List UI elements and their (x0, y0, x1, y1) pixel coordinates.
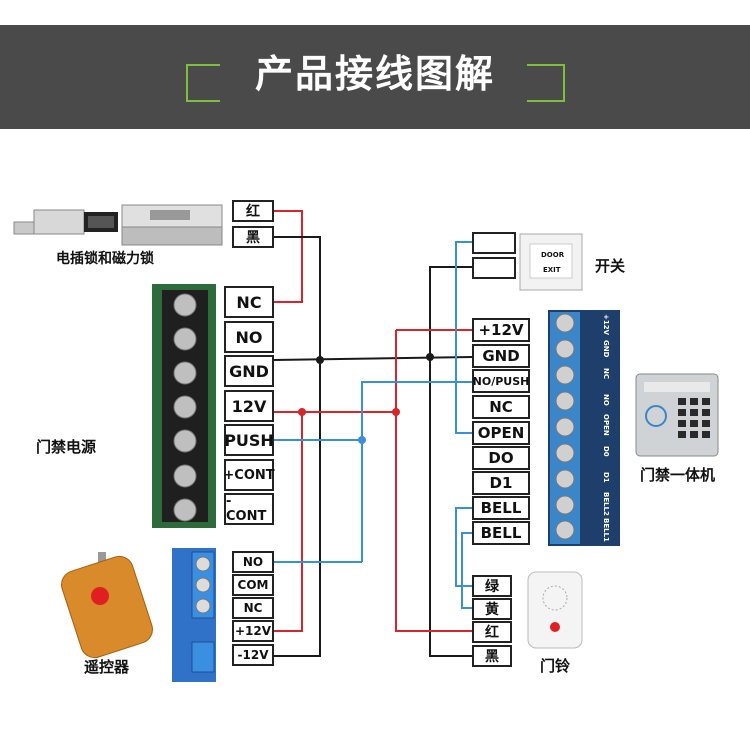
bell-wire-green: 绿 (472, 575, 512, 597)
junction-12v-2 (392, 408, 400, 416)
title-line-bottom-left (186, 100, 220, 102)
power-terminal-gnd: GND (224, 355, 274, 387)
junction-12v-1 (298, 408, 306, 416)
exit-button-icon (519, 233, 583, 291)
wire-push-controller (361, 381, 472, 562)
exit-button-exit-text: EXIT (543, 266, 561, 274)
wire-12v-receiver (274, 412, 303, 632)
bell-wire-black: 黑 (472, 645, 512, 667)
controller-terminal-nc: NC (472, 395, 530, 419)
caption-lock: 电插锁和磁力锁 (56, 251, 154, 267)
wire-12v-bell (395, 330, 472, 632)
power-terminal-minus-cont: - CONT (224, 493, 274, 525)
caption-remote: 遥控器 (84, 658, 130, 676)
strip-label-d1: D1 (602, 472, 610, 483)
lock-wire-red: 红 (232, 200, 274, 222)
bolt-lock-icon (13, 209, 118, 235)
receiver-terminal-no: NO (232, 551, 274, 573)
title-line-right (527, 64, 565, 66)
bell-wire-red: 红 (472, 621, 512, 643)
strip-label-gnd: GND (602, 340, 610, 358)
junction-push (358, 436, 366, 444)
controller-terminal-plus12v: +12V (472, 318, 530, 342)
strip-label-d0: D0 (602, 446, 610, 457)
controller-terminal-strip-icon (548, 310, 620, 546)
page-title: 产品接线图解 (254, 52, 495, 96)
wire-lock-red-nc (274, 210, 303, 303)
controller-terminal-bell-2: BELL (472, 521, 530, 545)
wire-gnd-switch (429, 266, 472, 357)
controller-terminal-bell-1: BELL (472, 496, 530, 520)
controller-terminal-no-push: NO/PUSH (472, 369, 530, 393)
lock-wire-black: 黑 (232, 226, 274, 248)
receiver-terminal-plus12v: +12V (232, 620, 274, 642)
wire-gnd-bus (273, 356, 473, 361)
caption-keypad: 门禁一体机 (640, 466, 716, 484)
title-banner (0, 25, 750, 129)
doorbell-icon (527, 571, 583, 649)
power-terminal-plus-cont: +CONT (223, 459, 275, 491)
junction-gnd-2 (426, 353, 434, 361)
caption-switch: 开关 (595, 257, 626, 275)
switch-wire-2 (472, 257, 516, 279)
receiver-terminal-nc: NC (232, 597, 274, 619)
controller-terminal-gnd: GND (472, 344, 530, 368)
wire-black-vertical (274, 236, 321, 657)
controller-terminal-open: OPEN (472, 421, 530, 445)
title-bracket-left (186, 64, 188, 102)
bell-wire-yellow: 黄 (472, 598, 512, 620)
title-bracket-right (563, 64, 565, 102)
strip-label-open: OPEN (602, 414, 610, 436)
strip-label-nc: NC (602, 368, 610, 379)
receiver-board-icon (172, 548, 216, 682)
keypad-device-icon (635, 373, 719, 457)
magnetic-lock-icon (121, 204, 223, 246)
strip-label-no: NO (602, 394, 610, 406)
wire-bell-yellow (461, 532, 472, 609)
strip-label-bell1: BELL1 (602, 518, 610, 542)
power-terminal-12v: 12V (224, 390, 274, 422)
caption-power: 门禁电源 (36, 438, 97, 456)
title-line-left (186, 64, 220, 66)
caption-doorbell: 门铃 (540, 657, 571, 675)
junction-gnd-1 (316, 356, 324, 364)
receiver-terminal-minus12v: -12V (232, 644, 274, 666)
power-terminal-nc: NC (224, 286, 274, 318)
wire-switch-open (455, 241, 472, 434)
power-terminal-no: NO (224, 321, 274, 353)
power-supply-board-icon (152, 284, 216, 528)
controller-terminal-d1: D1 (472, 471, 530, 495)
receiver-terminal-com: COM (232, 574, 274, 596)
strip-label-bell2: BELL2 (602, 492, 610, 516)
controller-terminal-do: DO (472, 446, 530, 470)
title-line-bottom-right (527, 100, 565, 102)
wire-gnd-bell (429, 357, 472, 657)
strip-label-12v: +12V (602, 314, 610, 336)
exit-button-door-text: DOOR (541, 251, 565, 259)
power-terminal-push: PUSH (224, 424, 274, 456)
remote-fob-icon (61, 552, 153, 659)
switch-wire-1 (472, 232, 516, 254)
wire-bell-green (455, 507, 472, 587)
